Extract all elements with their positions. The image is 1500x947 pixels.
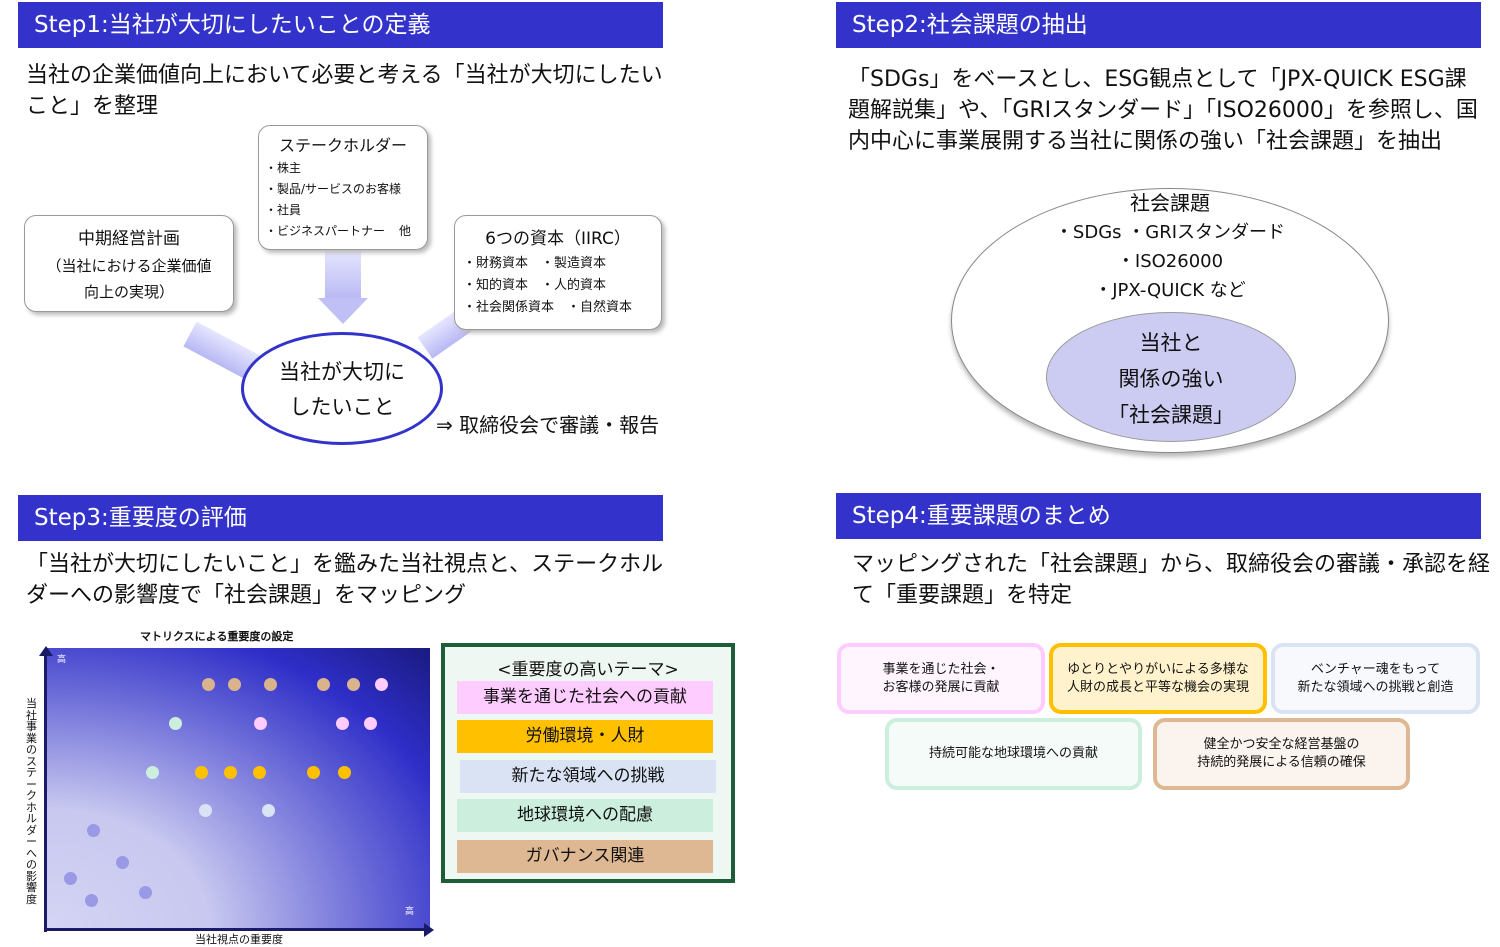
center-ellipse: 当社が大切に したいこと: [241, 332, 443, 445]
y-axis: [44, 652, 47, 932]
matrix-dot-lavender: [86, 823, 100, 837]
matrix-dot-pink: [253, 716, 267, 730]
stakeholder-item: ・製品/サービスのお客様: [265, 182, 402, 196]
material-issue-card: 健全かつ安全な経営基盤の持続的発展による信頼の確保: [1153, 718, 1410, 790]
card-line: 事業を通じた社会・: [882, 661, 1000, 677]
step1-header: Step1:当社が大切にしたいことの定義: [18, 2, 663, 48]
matrix-dot-lavender: [115, 855, 129, 869]
themes-panel: <重要度の高いテーマ> 事業を通じた社会への貢献 労働環境・人財 新たな領域への…: [441, 643, 735, 883]
arrow-down-head-icon: [318, 298, 368, 324]
themes-title: <重要度の高いテーマ>: [497, 660, 679, 680]
matrix-dot-mint: [145, 765, 159, 779]
card-line: 新たな領域への挑戦と創造: [1297, 679, 1454, 695]
card-line: ベンチャー魂をもって: [1310, 661, 1441, 677]
stakeholder-suffix: 他: [398, 224, 411, 238]
step2-description: 「SDGs」をベースとし、ESG観点として「JPX-QUICK ESG課題解説集…: [848, 67, 1478, 154]
step3-header: Step3:重要度の評価: [18, 495, 663, 541]
capital-box: 6つの資本（IIRC） ・財務資本 ・製造資本 ・知的資本 ・人的資本 ・社会関…: [454, 215, 662, 330]
related-line: 当社と: [1139, 331, 1203, 355]
matrix-dot-tan: [316, 677, 330, 691]
theme-society: 事業を通じた社会への貢献: [457, 681, 713, 714]
related-line: 「社会課題」: [1108, 403, 1234, 427]
related-line: 関係の強い: [1118, 367, 1224, 391]
card-line: ゆとりとやりがいによる多様な: [1067, 661, 1249, 677]
matrix-dot-lavender: [63, 871, 77, 885]
matrix-dot-tan: [201, 677, 215, 691]
social-issues-item: ・SDGs ・GRIスタンダード: [1054, 222, 1286, 243]
step4-header: Step4:重要課題のまとめ: [836, 493, 1481, 539]
social-issues-title: 社会課題: [1130, 191, 1210, 215]
matrix-dot-orange: [252, 765, 266, 779]
card-line: 持続可能な地球環境への貢献: [928, 746, 1098, 761]
related-issues-ellipse: 当社と 関係の強い 「社会課題」: [1046, 312, 1296, 442]
matrix-dot-mint: [168, 716, 182, 730]
step4-description: マッピングされた「社会課題」から、取締役会の審議・承認を経て「重要課題」を特定: [852, 552, 1491, 608]
matrix-title: マトリクスによる重要度の設定: [140, 630, 294, 643]
card-line: 持続的発展による信頼の確保: [1197, 755, 1366, 770]
x-axis: [44, 928, 426, 931]
matrix-dot-lavender: [84, 893, 98, 907]
matrix-dot-pink: [374, 677, 388, 691]
matrix-dot-orange: [223, 765, 237, 779]
matrix-dot-pale: [198, 803, 212, 817]
step3-description: 「当社が大切にしたいこと」を鑑みた当社視点と、ステークホルダーへの影響度で「社会…: [26, 552, 664, 608]
material-issue-card: 持続可能な地球環境への貢献: [885, 718, 1142, 790]
theme-governance: ガバナンス関連: [457, 840, 713, 873]
center-line: したいこと: [289, 395, 395, 419]
capital-item: ・知的資本 ・人的資本: [463, 278, 607, 293]
capital-title: 6つの資本（IIRC）: [485, 229, 631, 249]
theme-environment: 地球環境への配慮: [457, 799, 713, 832]
card-line: 人財の成長と平等な機会の実現: [1066, 679, 1249, 695]
importance-matrix: [47, 648, 430, 928]
step1-description: 当社の企業価値向上において必要と考える「当社が大切にしたいこと」を整理: [26, 63, 663, 119]
board-note: ⇒ 取締役会で審議・報告: [436, 413, 660, 437]
y-axis-label: 当社事業のステークホルダーへの影響度: [26, 697, 37, 906]
capital-item: ・財務資本 ・製造資本: [463, 256, 607, 271]
plan-title: 中期経営計画: [78, 229, 180, 249]
matrix-dot-orange: [337, 765, 351, 779]
stakeholder-title: ステークホルダー: [278, 136, 407, 155]
social-issues-item: ・JPX-QUICK など: [1094, 280, 1246, 301]
matrix-dot-tan: [346, 677, 360, 691]
stakeholder-box: ステークホルダー ・株主 ・製品/サービスのお客様 ・社員 ・ビジネスパートナー…: [258, 125, 428, 250]
theme-labor: 労働環境・人財: [457, 720, 713, 753]
x-high-label: 高: [405, 907, 415, 917]
arrow-down-icon: [325, 250, 361, 300]
matrix-dot-orange: [194, 765, 208, 779]
plan-box: 中期経営計画 （当社における企業価値 向上の実現）: [24, 215, 234, 312]
x-axis-label: 当社視点の重要度: [195, 933, 283, 946]
matrix-dot-pink: [363, 716, 377, 730]
stakeholder-item: ・株主: [265, 161, 302, 175]
matrix-dot-lavender: [138, 885, 152, 899]
matrix-dot-orange: [306, 765, 320, 779]
center-line: 当社が大切に: [279, 360, 405, 384]
step2-header: Step2:社会課題の抽出: [836, 2, 1481, 48]
y-axis-arrow-icon: [39, 646, 53, 656]
matrix-dot-tan: [227, 677, 241, 691]
matrix-dot-pink: [335, 716, 349, 730]
capital-item: ・社会関係資本 ・自然資本: [463, 300, 633, 315]
plan-line: 向上の実現）: [83, 283, 174, 301]
matrix-dot-tan: [263, 677, 277, 691]
material-issue-card: ゆとりとやりがいによる多様な人財の成長と平等な機会の実現: [1049, 643, 1267, 714]
y-high-label: 高: [57, 655, 67, 665]
theme-challenge: 新たな領域への挑戦: [460, 760, 716, 793]
matrix-dot-pale: [261, 803, 275, 817]
material-issue-card: 事業を通じた社会・お客様の発展に貢献: [837, 643, 1045, 714]
plan-line: （当社における企業価値: [46, 257, 212, 275]
stakeholder-item: ・社員: [265, 203, 302, 217]
material-issue-card: ベンチャー魂をもって新たな領域への挑戦と創造: [1271, 643, 1480, 714]
social-issues-item: ・ISO26000: [1116, 251, 1224, 272]
card-line: お客様の発展に貢献: [882, 679, 1000, 695]
card-line: 健全かつ安全な経営基盤の: [1203, 737, 1360, 752]
x-axis-arrow-icon: [424, 923, 434, 937]
stakeholder-item: ・ビジネスパートナー: [265, 224, 386, 238]
